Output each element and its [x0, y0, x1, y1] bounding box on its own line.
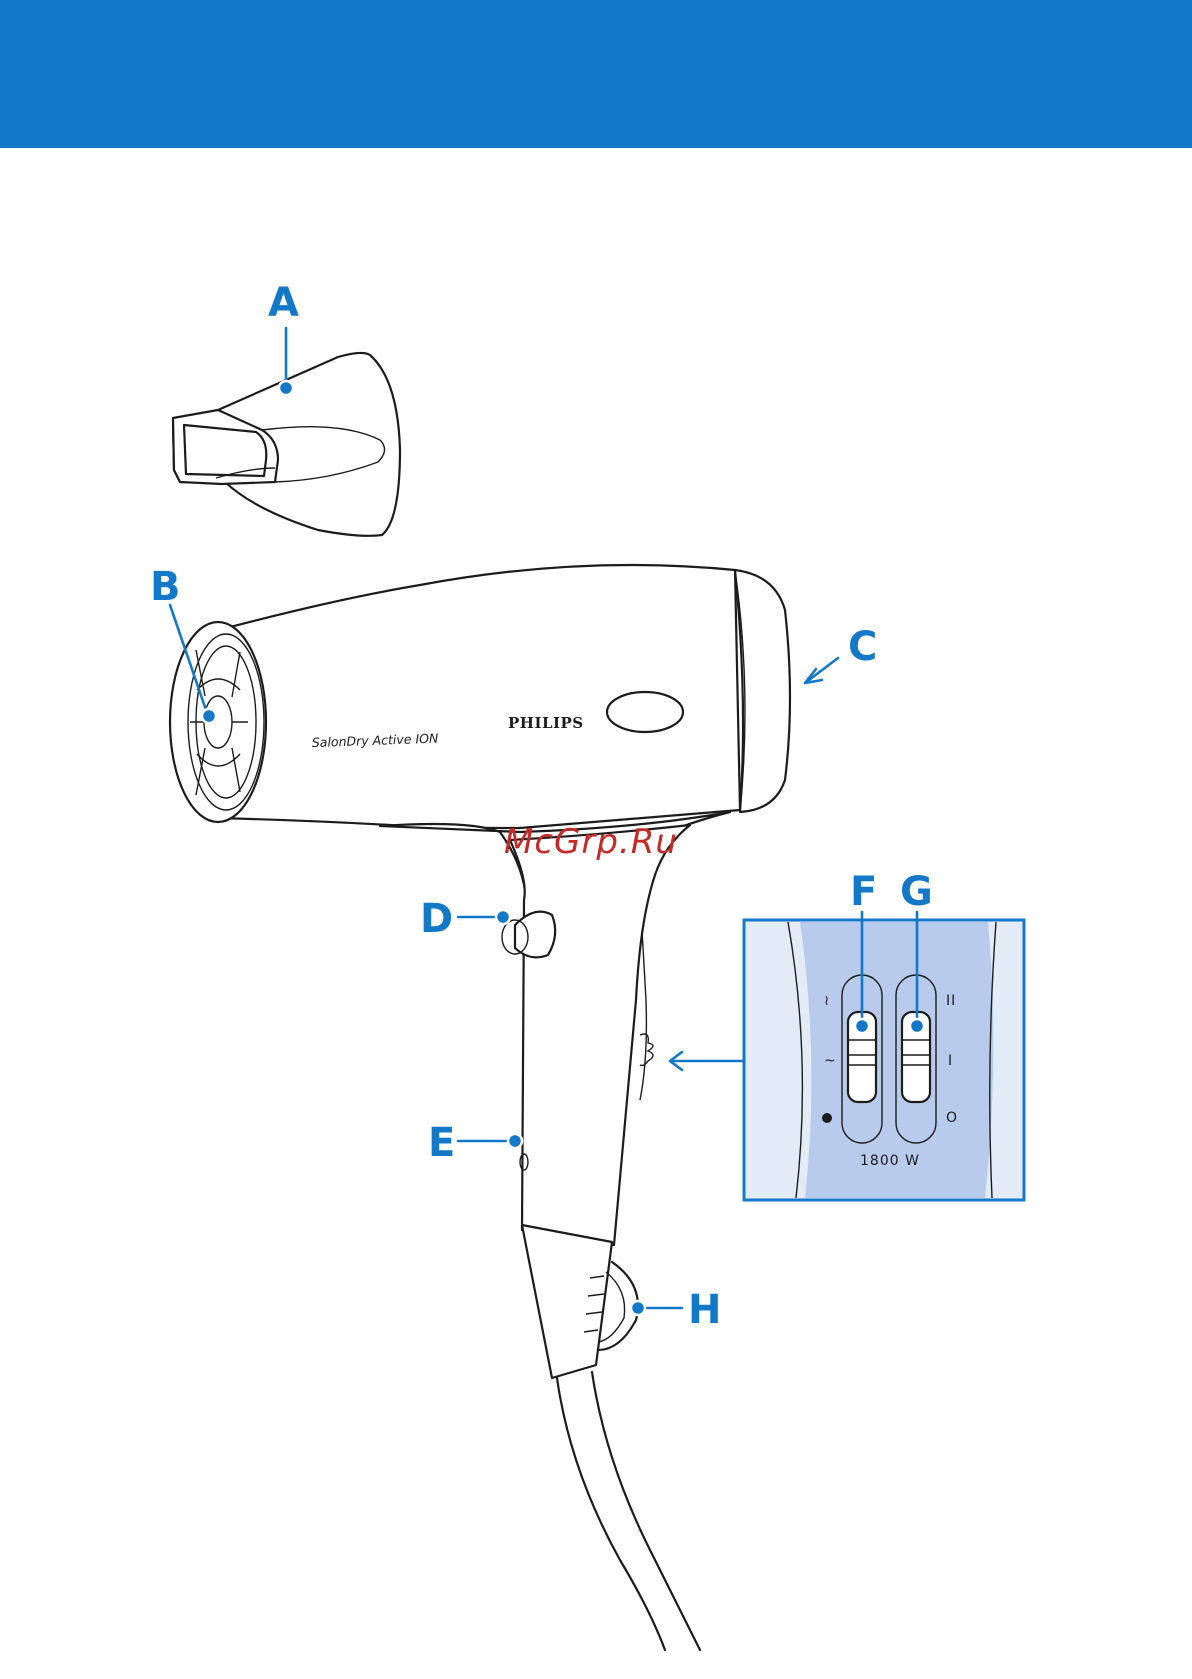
power-rating-label: 1800 W: [860, 1153, 920, 1169]
speed-low-label: I: [948, 1053, 953, 1069]
callout-a: A: [268, 280, 299, 326]
callout-d: D: [420, 896, 453, 942]
svg-text:~: ~: [824, 1053, 837, 1069]
brand-label: PHILIPS: [508, 714, 584, 732]
watermark-text: McGrp.Ru: [504, 822, 678, 862]
speed-high-label: II: [946, 993, 956, 1009]
callout-g: G: [900, 869, 933, 915]
callout-c: C: [848, 624, 877, 670]
control-panel-inset: ≀ ~ II I O 1800 W: [744, 920, 1024, 1200]
dryer-body-illustration: SalonDry Active ION PHILIPS: [170, 565, 790, 1650]
callout-h: H: [688, 1287, 721, 1333]
callout-b: B: [150, 564, 181, 610]
svg-text:≀: ≀: [824, 993, 830, 1009]
callout-e: E: [428, 1120, 455, 1166]
speed-off-label: O: [946, 1110, 958, 1126]
callout-f: F: [850, 869, 877, 915]
